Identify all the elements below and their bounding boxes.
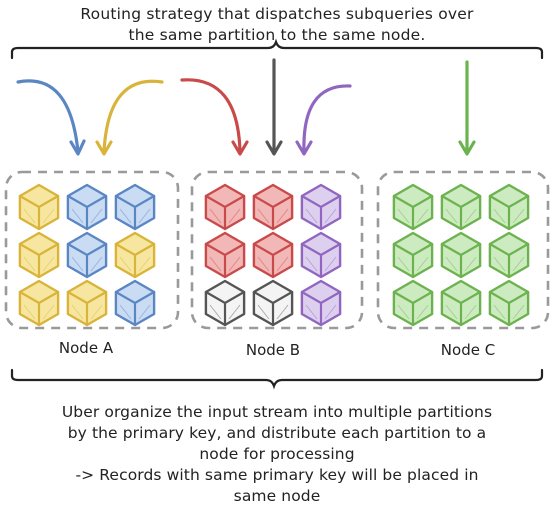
cube-blue: [66, 183, 108, 231]
cube-green: [392, 183, 434, 231]
cube-green: [440, 183, 482, 231]
cube-green: [488, 279, 530, 327]
top-caption: Routing strategy that dispatches subquer…: [0, 4, 554, 46]
node-b-label: Node B: [245, 341, 301, 359]
node-c-box: [376, 170, 550, 330]
arrow-red: [180, 78, 249, 156]
cube-red: [204, 183, 246, 231]
top-caption-line-1: Routing strategy that dispatches subquer…: [80, 5, 474, 23]
cube-grids: [18, 183, 530, 327]
cube-red: [252, 183, 294, 231]
cube-green: [488, 183, 530, 231]
node-c-label: Node C: [440, 341, 496, 359]
arrow-yellow: [95, 79, 164, 156]
arrow-purple: [295, 84, 352, 156]
bottom-caption-line-3: node for processing: [199, 445, 355, 463]
cube-yellow: [18, 183, 60, 231]
cube-blue: [114, 279, 156, 327]
cube-gray: [252, 279, 294, 327]
node-b-box: [190, 170, 364, 330]
cube-purple: [300, 231, 342, 279]
top-brace: [10, 38, 544, 60]
arrows: [16, 58, 476, 156]
cube-gray: [204, 279, 246, 327]
cube-red: [252, 231, 294, 279]
cube-blue: [66, 231, 108, 279]
node-a-label: Node A: [58, 339, 114, 357]
bottom-caption: Uber organize the input stream into mult…: [0, 402, 554, 507]
cube-yellow: [114, 231, 156, 279]
cube-blue: [114, 183, 156, 231]
bottom-caption-line-4: -> Records with same primary key will be…: [75, 466, 479, 484]
arrow-gray: [265, 58, 283, 156]
bottom-caption-line-2: by the primary key, and distribute each …: [67, 424, 487, 442]
cube-yellow: [18, 279, 60, 327]
node-a-box: [4, 170, 180, 330]
cube-yellow: [18, 231, 60, 279]
cube-purple: [300, 183, 342, 231]
bottom-brace: [10, 368, 544, 390]
top-caption-line-2: the same partition to the same node.: [128, 26, 426, 44]
cube-green: [392, 231, 434, 279]
cube-green: [440, 279, 482, 327]
arrow-blue: [16, 79, 86, 156]
arrow-green: [458, 60, 476, 156]
cube-green: [392, 279, 434, 327]
bottom-caption-line-1: Uber organize the input stream into mult…: [61, 403, 493, 421]
bottom-caption-line-5: same node: [233, 487, 321, 505]
cube-purple: [300, 279, 342, 327]
cube-red: [204, 231, 246, 279]
cube-green: [488, 231, 530, 279]
cube-green: [440, 231, 482, 279]
cube-yellow: [66, 279, 108, 327]
